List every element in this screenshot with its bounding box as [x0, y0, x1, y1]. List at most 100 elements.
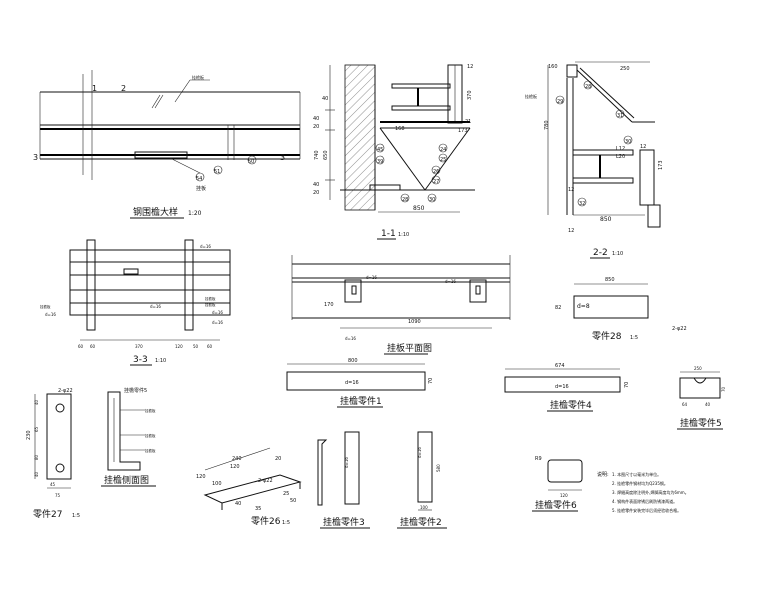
p28-title: 零件28	[592, 330, 622, 342]
s22-dim-12b: 12	[568, 228, 574, 234]
view-section-3-3: 60 60 370 120 50 60 d=16 d=16 d=16 d=16 …	[40, 239, 231, 366]
note-item-2: 2. 挂檐零件钢材均为Q235钢。	[612, 480, 668, 486]
p26-dim-240: 240	[232, 456, 242, 462]
s22-dim-850: 850	[600, 216, 612, 223]
s11-dim-40c: 40	[322, 96, 328, 102]
s22-dim-l12: L12	[616, 146, 625, 152]
view-part-28: 850 d=8 82 2-φ22 零件28 1:5	[555, 277, 687, 342]
s22-callout-30: 30	[625, 139, 631, 145]
s11-callout-24: 24	[440, 147, 446, 153]
view-hanging-plate-plan: 1090 170 d=16 d=16 d=16 挂板平面图	[291, 255, 511, 355]
s22-callout-32: 32	[579, 201, 585, 207]
s11-callout-39: 39	[377, 159, 383, 165]
p26-dim-2phi22: 2-φ22	[258, 478, 273, 484]
p27-dim-2phi22: 2-φ22	[58, 388, 73, 394]
s11-dim-40b: 40	[313, 182, 319, 188]
p26-dim-25: 25	[283, 491, 289, 497]
p26-dim-50: 50	[290, 498, 296, 504]
p1-dim-70: 70	[428, 378, 434, 384]
p27-dim-40a: 40	[34, 399, 39, 405]
p26-dim-40: 40	[235, 501, 241, 507]
p6-dim-120: 120	[560, 493, 568, 498]
s22-callout-31: 31	[617, 113, 623, 119]
view-section-1-1: 20 40 40 20 740 650 40 370 21 173 168 85…	[313, 64, 475, 240]
p27-scale: 1:5	[72, 513, 80, 519]
note-item-1: 1. 本图尺寸以毫米为单位。	[612, 471, 661, 477]
p4-dim-d16: d=16	[555, 384, 569, 390]
plan-dim-170: 170	[324, 302, 334, 308]
p28-dim-82: 82	[555, 305, 561, 311]
p27-dim-45: 45	[50, 482, 56, 487]
view-part-1: 800 d=16 70 挂檐零件1	[286, 358, 434, 408]
s11-dim-20a: 20	[313, 124, 319, 130]
s22-dim-160: 160	[548, 64, 558, 70]
s33-dim-d16e: d=16	[212, 320, 223, 325]
p27-dim-230: 230	[26, 430, 32, 440]
notes-header: 说明:	[597, 471, 609, 478]
cornice-annotation: 挂檐板	[192, 74, 204, 80]
s33-annotation-1: 挂檐板	[40, 304, 51, 309]
p2-title: 挂檐零件2	[400, 516, 442, 528]
s22-dim-780: 780	[544, 120, 550, 130]
s22-dim-l20: L20	[616, 154, 625, 160]
p26-dim-120a: 120	[230, 464, 240, 470]
s11-dim-20b: 20	[313, 190, 319, 196]
s11-dim-740: 740	[314, 150, 320, 160]
s11-callout-45: 45	[377, 147, 383, 153]
p6-title: 挂檐零件6	[535, 499, 577, 511]
s33-title: 3-3	[133, 355, 148, 365]
s33-bottom-60c: 60	[207, 344, 213, 349]
cornice-callout-50: 50	[248, 159, 254, 165]
plan-title: 挂板平面图	[387, 342, 432, 354]
s11-dim-168: 168	[395, 126, 405, 132]
cornice-title: 钢围檐大样	[133, 206, 178, 218]
view-part-4: 674 d=16 70 挂檐零件4	[504, 363, 630, 412]
s11-title: 1-1	[381, 229, 396, 239]
p27-dim-65: 65	[34, 426, 39, 432]
s33-bottom-370: 370	[135, 344, 143, 349]
s11-callout-26: 26	[433, 169, 439, 175]
p1-dim-d16: d=16	[345, 380, 359, 386]
side-title: 挂檐侧面图	[104, 474, 149, 486]
s11-dim-40a: 40	[313, 116, 319, 122]
p3-title: 挂檐零件3	[323, 516, 365, 528]
plan-dim-d16b: d=16	[445, 279, 456, 284]
s22-callout-29: 29	[557, 99, 563, 105]
p26-dim-120b: 120	[196, 474, 206, 480]
s22-dim-250: 250	[620, 66, 630, 72]
s11-dim-173: 173	[458, 128, 468, 134]
p4-title: 挂檐零件4	[550, 399, 592, 411]
s22-dim-12a: 12	[568, 187, 574, 193]
note-item-4: 4. 钢构件表面除锈后刷防锈漆两道。	[612, 498, 677, 504]
note-item-3: 3. 焊缝高度除注明外,焊脚高度均为6mm。	[612, 489, 689, 495]
view-section-2-2: 160 250 780 173 12 12 L12 L20 12 850 挂檐板…	[525, 61, 664, 259]
p2-dim-100: 100	[420, 505, 428, 510]
p27-title: 零件27	[33, 508, 62, 520]
p28-dim-850: 850	[605, 277, 615, 283]
s11-scale: 1:10	[398, 232, 409, 238]
side-annotation: 挂檐零件5	[124, 387, 147, 394]
p26-dim-100: 100	[212, 481, 222, 487]
view-part-6: R9 120 挂檐零件6	[532, 456, 583, 512]
s11-dim-850: 850	[413, 205, 425, 212]
s22-scale: 1:10	[612, 251, 623, 257]
s33-annotation-2: 挂檐板	[205, 296, 216, 301]
s11-callout-27: 27	[433, 179, 439, 185]
view-part-27: 2-φ22 230 40 65 80 40 45 75 零件27 1:5	[26, 388, 80, 520]
p5-dim-70: 70	[721, 386, 726, 392]
plan-dim-d16a: d=16	[366, 275, 377, 280]
side-label-3: 挂檐板	[145, 448, 156, 453]
view-part-3: d=16 挂檐零件3	[317, 431, 370, 529]
view-part-2: d=16 580 100 挂檐零件2	[397, 431, 447, 529]
s22-callout-28: 28	[585, 84, 591, 90]
note-item-5: 5. 挂檐零件安装完毕后须经验收合格。	[612, 507, 681, 513]
plan-dim-d16c: d=16	[345, 336, 356, 341]
p27-dim-80: 80	[34, 454, 39, 460]
s33-dim-d16b: d=16	[45, 312, 56, 317]
p1-title: 挂檐零件1	[340, 395, 382, 407]
p27-dim-40b: 40	[34, 471, 39, 477]
s33-bottom-60a: 60	[78, 344, 84, 349]
s33-bottom-120: 120	[175, 344, 183, 349]
side-label-2: 挂檐板	[145, 433, 156, 438]
s11-dim-370: 370	[467, 90, 473, 100]
